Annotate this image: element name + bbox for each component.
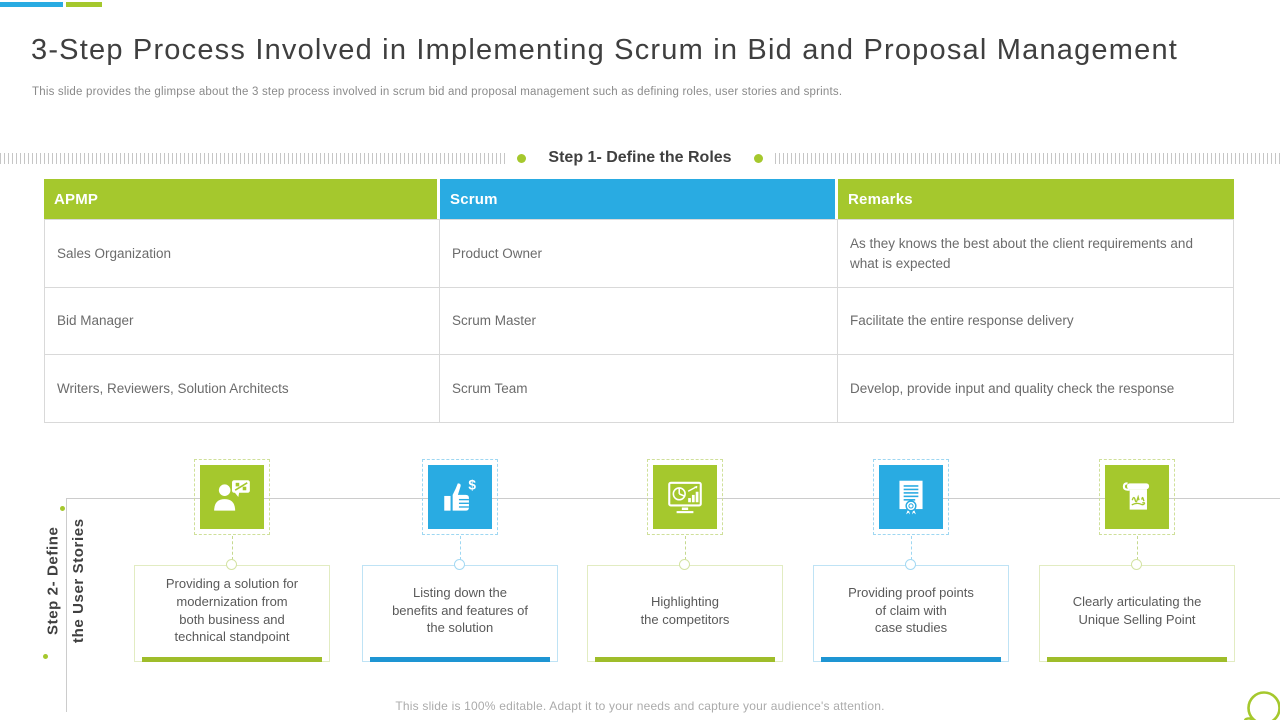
table-cell-scrum-2: Scrum Master <box>440 288 838 355</box>
connector-vertical-line <box>66 498 67 712</box>
thumbs-up-dollar-icon: $ <box>428 465 492 529</box>
callout-text: Clearly articulating the Unique Selling … <box>1072 593 1202 627</box>
column-header-apmp: APMP <box>44 179 440 219</box>
callout-box: Providing a solution for modernization f… <box>134 565 330 662</box>
dashed-frame <box>422 459 498 535</box>
presenter-icon <box>200 465 264 529</box>
corner-bar-cyan <box>0 2 63 7</box>
svg-text:$: $ <box>468 478 476 493</box>
table-cell-scrum-3: Scrum Team <box>440 355 838 423</box>
callout-text: Listing down the benefits and features o… <box>392 584 528 636</box>
tick-strip-left <box>0 152 506 164</box>
corner-bar-green <box>66 2 102 7</box>
callout-box: Listing down the benefits and features o… <box>362 565 558 662</box>
step2-heading: Step 2- Define the User Stories <box>44 518 88 644</box>
dashed-drop-line <box>460 536 461 560</box>
green-dot-left <box>517 153 527 163</box>
dashed-frame <box>194 459 270 535</box>
dashed-frame <box>647 459 723 535</box>
table-cell-apmp-3: Writers, Reviewers, Solution Architects <box>44 355 440 423</box>
callout-underline <box>142 657 322 662</box>
dashed-frame <box>1099 459 1175 535</box>
table-cell-scrum-1: Product Owner <box>440 219 838 288</box>
table-cell-remarks-1: As they knows the best about the client … <box>838 219 1234 288</box>
callout-text: Highlighting the competitors <box>640 593 730 627</box>
step2-dot-bottom <box>43 654 48 659</box>
callout-text: Providing a solution for modernization f… <box>165 576 299 645</box>
page-subtitle: This slide provides the glimpse about th… <box>32 86 843 98</box>
callout-box: Providing proof points of claim with cas… <box>813 565 1009 662</box>
callout-underline <box>821 657 1001 662</box>
dashed-drop-line <box>232 536 233 560</box>
table-cell-remarks-2: Facilitate the entire response delivery <box>838 288 1234 355</box>
connector-node <box>679 559 690 570</box>
callout-box: Highlighting the competitors <box>587 565 783 662</box>
connector-node <box>1131 559 1142 570</box>
green-dot-right <box>753 153 763 163</box>
monitor-chart-icon <box>653 465 717 529</box>
column-header-remarks: Remarks <box>838 179 1234 219</box>
callout-underline <box>370 657 550 662</box>
callout-text: Providing proof points of claim with cas… <box>848 584 974 636</box>
callout-box: Clearly articulating the Unique Selling … <box>1039 565 1235 662</box>
connector-node <box>226 559 237 570</box>
roles-table: APMP Scrum Remarks Sales Organization Pr… <box>44 179 1234 423</box>
certificate-icon <box>879 465 943 529</box>
table-cell-apmp-2: Bid Manager <box>44 288 440 355</box>
page-title: 3-Step Process Involved in Implementing … <box>31 34 1179 66</box>
dashed-drop-line <box>685 536 686 560</box>
brand-logo-q <box>1232 684 1280 720</box>
column-header-scrum: Scrum <box>440 179 838 219</box>
connector-node <box>454 559 465 570</box>
dashed-frame <box>873 459 949 535</box>
dashed-drop-line <box>911 536 912 560</box>
table-cell-remarks-3: Develop, provide input and quality check… <box>838 355 1234 423</box>
step1-heading: Step 1- Define the Roles <box>548 149 732 166</box>
scroll-signature-icon <box>1105 465 1169 529</box>
step2-dot-top <box>60 506 65 511</box>
connector-node <box>905 559 916 570</box>
callout-underline <box>595 657 775 662</box>
table-cell-apmp-1: Sales Organization <box>44 219 440 288</box>
tick-strip-right <box>774 152 1280 164</box>
dashed-drop-line <box>1137 536 1138 560</box>
step1-section-header: Step 1- Define the Roles <box>0 145 1280 171</box>
editable-note: This slide is 100% editable. Adapt it to… <box>395 699 885 713</box>
callout-underline <box>1047 657 1227 662</box>
